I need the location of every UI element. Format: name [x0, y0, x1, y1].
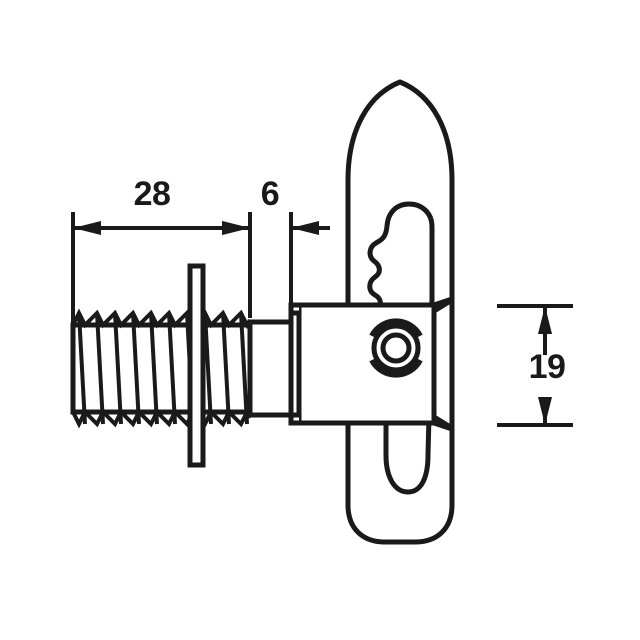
arrow-head-28-left: [73, 221, 101, 235]
cam-screw-outer-ring: [371, 323, 421, 373]
cam-screw-inner-ring: [380, 332, 412, 364]
dimension-label-28: 28: [134, 175, 171, 213]
thread-root-bottom: [71, 407, 252, 429]
dimension-label-6: 6: [261, 175, 279, 213]
cam-screw-arc-top: [369, 318, 423, 338]
smooth-shank: [247, 319, 294, 418]
washer-plate: [187, 263, 206, 468]
arrow-head-6-right: [291, 221, 319, 235]
arrow-head-6-left: [222, 221, 250, 235]
cam-body-right-face: [431, 295, 455, 433]
arrow-head-19-top: [538, 306, 552, 334]
cam-body-notch-bottom: [288, 412, 299, 426]
cam-body-bottom-edge: [433, 420, 453, 432]
dimension-label-19: 19: [529, 348, 566, 386]
cam-screw-arc-bottom: [369, 358, 423, 378]
thread-crest-top: [71, 308, 252, 330]
cam-body-notch-top: [288, 302, 299, 316]
cam-body-top-edge: [433, 296, 453, 308]
arrow-head-19-bottom: [538, 397, 552, 425]
